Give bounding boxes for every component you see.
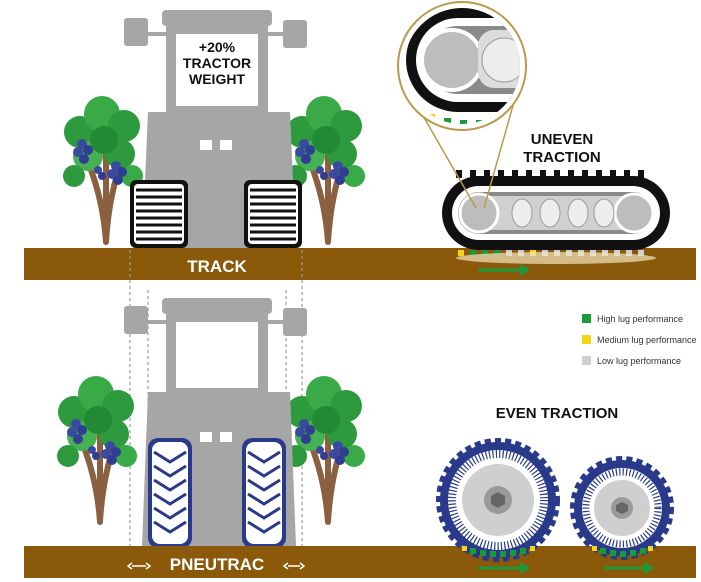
legend-label-high: High lug performance — [597, 314, 683, 324]
even-traction-label: EVEN TRACTION — [496, 405, 619, 422]
tractor-icon — [124, 298, 307, 548]
pneutrac-ground-label: PNEUTRAC — [170, 555, 264, 574]
weight-line3: WEIGHT — [189, 71, 245, 87]
arrow-right-icon — [478, 562, 530, 574]
legend-label-low: Low lug performance — [597, 356, 681, 366]
uneven-traction-line1: UNEVEN — [531, 131, 594, 148]
legend-swatch-low — [582, 356, 591, 365]
legend-swatch-medium — [582, 335, 591, 344]
legend: High lug performance Medium lug performa… — [582, 314, 697, 366]
arrow-right-icon — [478, 264, 530, 276]
track-ground-label: TRACK — [187, 257, 247, 276]
arrow-right-icon — [604, 562, 654, 574]
legend-swatch-high — [582, 314, 591, 323]
weight-line1: +20% — [199, 39, 236, 55]
tire-icon — [436, 438, 560, 562]
weight-line2: TRACTOR — [183, 55, 251, 71]
track-icon — [442, 170, 670, 264]
lug-contact-patch — [470, 548, 646, 557]
magnifier-icon — [397, 1, 527, 209]
tire-icon — [570, 456, 674, 560]
ground-strip — [24, 546, 696, 578]
tractor-icon — [124, 10, 307, 250]
width-arrow — [126, 562, 306, 570]
vine-plant-icon — [285, 376, 365, 522]
vine-plant-icon — [57, 376, 137, 522]
uneven-traction-line2: TRACTION — [523, 149, 601, 166]
legend-label-medium: Medium lug performance — [597, 335, 697, 345]
